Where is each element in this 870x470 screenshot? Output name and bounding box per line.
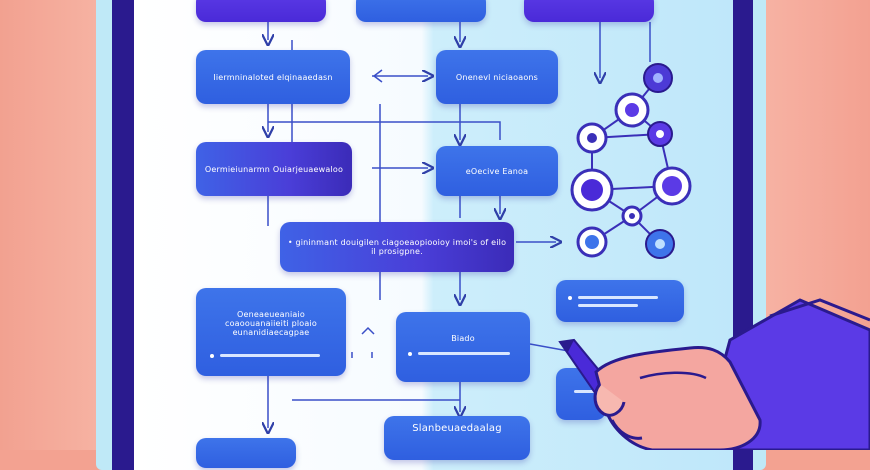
bullet-dot [568,296,572,300]
node-left-mid[interactable]: Oeneaeueaniaio coaoouanaiieiti ploaio eu… [196,288,346,376]
bullet-dot [408,352,412,356]
placeholder-bar [578,304,638,307]
node-r1-left[interactable]: Iiermninaloted elqinaaedasn [196,50,350,104]
node-r1-mid[interactable]: Onenevl niciaoaons [436,50,558,104]
placeholder-bar [574,390,600,393]
hand-with-pen-icon [558,298,870,450]
placeholder-bar [578,296,658,299]
placeholder-bar [220,354,320,357]
tablet-bezel-left [112,0,134,470]
node-right-mid[interactable] [556,280,684,322]
network-nodes [570,63,692,259]
bullet-dot [210,354,214,358]
node-top-left[interactable] [196,0,326,22]
node-r2-mid[interactable]: eOecive Eanoa [436,146,558,196]
node-top-right[interactable] [524,0,654,22]
connector-layer [0,22,692,450]
node-top-mid[interactable] [356,0,486,22]
placeholder-bar [418,352,510,355]
node-mid-mid[interactable]: Biado [396,312,530,382]
node-wide[interactable]: • gininmant douigilen ciagoeaopiooioy im… [280,222,514,272]
node-r2-left[interactable]: Oermieiunarmn Ouiarjeuaewaloo [196,142,352,196]
